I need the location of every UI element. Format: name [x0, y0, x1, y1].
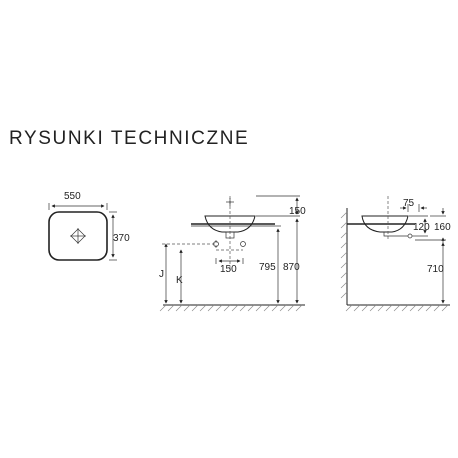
side-view: 75 120 160 710 — [340, 196, 451, 312]
dimension-label-710: 710 — [427, 264, 444, 275]
basin-profile-front — [204, 215, 256, 233]
page-title: RYSUNKI TECHNICZNE — [9, 128, 250, 149]
dimension-label-160: 160 — [434, 222, 451, 233]
front-view: 150 150 J K 795 870 — [159, 195, 306, 312]
tap-marker-icon — [226, 198, 234, 206]
dimension-label-870: 870 — [283, 262, 300, 273]
dimension-label-550: 550 — [64, 191, 81, 202]
basin-outline-top — [48, 211, 108, 261]
dimension-label-75: 75 — [403, 198, 415, 209]
basin-profile-side — [361, 215, 409, 233]
dimension-label-k: K — [176, 275, 183, 286]
dimension-label-j: J — [159, 269, 164, 280]
top-view: 550 370 — [48, 191, 130, 261]
dimension-label-120: 120 — [413, 222, 430, 233]
drain-icon — [70, 228, 86, 244]
dimension-label-370: 370 — [113, 233, 130, 244]
dimension-label-150-offset: 150 — [220, 264, 237, 275]
dimension-label-150-rim: 150 — [289, 206, 306, 217]
dimension-label-795: 795 — [259, 262, 276, 273]
